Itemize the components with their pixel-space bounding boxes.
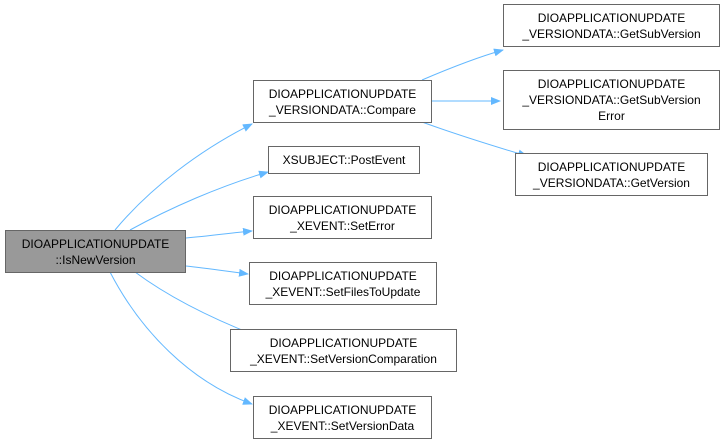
edge-root-postevent <box>129 170 269 231</box>
node-xsubject-postevent[interactable]: XSUBJECT::PostEvent <box>268 146 420 174</box>
node-xevent-seterror[interactable]: DIOAPPLICATIONUPDATE _XEVENT::SetError <box>253 196 432 239</box>
node-label-line1: DIOAPPLICATIONUPDATE <box>269 335 418 350</box>
node-label-line2: _XEVENT::SetFilesToUpdate <box>265 284 421 299</box>
node-xevent-setfilestoupdate[interactable]: DIOAPPLICATIONUPDATE _XEVENT::SetFilesTo… <box>249 262 437 305</box>
node-label-line1: DIOAPPLICATIONUPDATE <box>269 268 417 283</box>
node-label-line2: ::IsNewVersion <box>55 252 136 267</box>
node-versiondata-compare[interactable]: DIOAPPLICATIONUPDATE _VERSIONDATA::Compa… <box>253 80 432 123</box>
edge-compare-getver <box>421 121 528 158</box>
edge-root-setdata <box>109 271 253 405</box>
node-root-isnewversion: DIOAPPLICATIONUPDATE ::IsNewVersion <box>5 230 186 273</box>
node-label-line3: Error <box>598 109 625 123</box>
node-label-line2: _XEVENT::SetVersionComparation <box>250 351 437 366</box>
node-label-line2: _VERSIONDATA::GetVersion <box>533 175 690 190</box>
edge-root-compare <box>114 123 253 231</box>
edge-root-setfiles <box>185 265 249 277</box>
node-xevent-setversiondata[interactable]: DIOAPPLICATIONUPDATE _XEVENT::SetVersion… <box>253 396 432 439</box>
node-label-line1: DIOAPPLICATIONUPDATE <box>537 159 686 174</box>
node-label-line1: DIOAPPLICATIONUPDATE <box>537 10 686 25</box>
edge-compare-getsub <box>421 48 504 81</box>
node-xevent-setversioncomparation[interactable]: DIOAPPLICATIONUPDATE _XEVENT::SetVersion… <box>230 329 457 372</box>
node-versiondata-getsubversionerror[interactable]: DIOAPPLICATIONUPDATE _VERSIONDATA::GetSu… <box>503 70 720 130</box>
node-label-line1: DIOAPPLICATIONUPDATE <box>268 86 417 101</box>
node-label-line2: _VERSIONDATA::Compare <box>269 102 416 117</box>
edge-root-seterror <box>185 227 253 239</box>
node-versiondata-getversion[interactable]: DIOAPPLICATIONUPDATE _VERSIONDATA::GetVe… <box>515 153 708 196</box>
node-label-line2: _VERSIONDATA::GetSubVersion <box>522 93 701 107</box>
node-label-line1: DIOAPPLICATIONUPDATE <box>21 236 170 251</box>
node-versiondata-getsubversion[interactable]: DIOAPPLICATIONUPDATE _VERSIONDATA::GetSu… <box>503 4 720 47</box>
node-label-line2: _VERSIONDATA::GetSubVersion <box>522 26 701 41</box>
node-label-line1: DIOAPPLICATIONUPDATE <box>537 77 686 91</box>
node-label-line1: DIOAPPLICATIONUPDATE <box>268 202 417 217</box>
node-label-line1: DIOAPPLICATIONUPDATE <box>268 402 417 417</box>
node-label-line1: XSUBJECT::PostEvent <box>282 153 406 167</box>
node-label-line2: _XEVENT::SetError <box>290 218 395 233</box>
node-label-line2: _XEVENT::SetVersionData <box>270 418 415 433</box>
